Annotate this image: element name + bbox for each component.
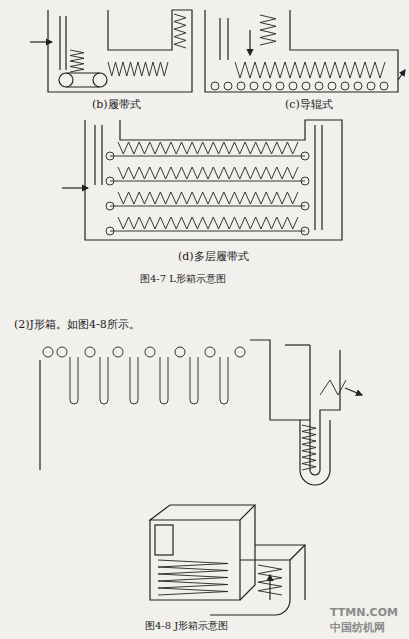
guide-roller bbox=[289, 82, 297, 90]
belt-roller bbox=[301, 227, 309, 235]
guide-roller bbox=[263, 82, 271, 90]
roller bbox=[175, 347, 185, 357]
roller bbox=[113, 347, 123, 357]
sub-caption: (b)履带式 bbox=[92, 98, 141, 111]
guide-roller bbox=[302, 82, 310, 90]
fabric-folds bbox=[118, 192, 298, 204]
guide-roller bbox=[224, 82, 232, 90]
belt-roller bbox=[301, 152, 309, 160]
sub-caption: (c)导辊式 bbox=[285, 98, 333, 111]
guide-roller bbox=[380, 82, 388, 90]
fabric-folds bbox=[118, 167, 298, 179]
fabric-folds bbox=[235, 62, 385, 78]
belt bbox=[110, 181, 305, 182]
fabric-folds bbox=[118, 142, 298, 154]
fabric-loop bbox=[70, 357, 78, 404]
fabric-folds bbox=[118, 217, 298, 229]
roller bbox=[205, 347, 215, 357]
guide-roller bbox=[237, 82, 245, 90]
belt-roller bbox=[106, 227, 114, 235]
l-box bbox=[205, 10, 398, 92]
belt bbox=[110, 231, 305, 232]
sub-caption: (d)多层履带式 bbox=[178, 250, 249, 263]
l-box bbox=[85, 120, 342, 240]
belt-roller bbox=[106, 202, 114, 210]
fabric-folds bbox=[70, 50, 84, 72]
watermark: 中国纺机网 bbox=[330, 621, 385, 634]
roller bbox=[235, 347, 245, 357]
roller bbox=[145, 347, 155, 357]
roller bbox=[43, 347, 53, 357]
fabric-loop bbox=[190, 357, 198, 404]
fabric-folds bbox=[260, 15, 276, 45]
fabric-loop bbox=[130, 357, 138, 404]
fabric-folds bbox=[108, 62, 168, 76]
belt bbox=[110, 156, 305, 157]
fabric-loop bbox=[160, 357, 168, 404]
body-text: (2)J形箱。如图4-8所示。 bbox=[14, 318, 140, 331]
roller bbox=[57, 347, 67, 357]
figure-caption: 图4-7 L形箱示意图 bbox=[140, 273, 226, 285]
fabric-loop bbox=[100, 357, 108, 404]
guide-roller bbox=[315, 82, 323, 90]
fabric-folds bbox=[158, 560, 228, 595]
guide-roller bbox=[341, 82, 349, 90]
guide-roller bbox=[354, 82, 362, 90]
belt-roller bbox=[106, 152, 114, 160]
fabric-path bbox=[320, 380, 346, 395]
watermark: TTMN.COM bbox=[330, 606, 398, 619]
guide-roller bbox=[250, 82, 258, 90]
figure-caption: 图4-8 J形箱示意图 bbox=[145, 620, 228, 632]
belt bbox=[110, 206, 305, 207]
belt-roller bbox=[106, 177, 114, 185]
guide-roller bbox=[328, 82, 336, 90]
fabric-folds bbox=[302, 425, 316, 470]
l-box bbox=[48, 10, 192, 92]
belt-roller bbox=[301, 202, 309, 210]
roller bbox=[85, 347, 95, 357]
fabric-folds bbox=[258, 565, 282, 595]
belt-roller bbox=[301, 177, 309, 185]
fabric-folds bbox=[174, 14, 186, 48]
guide-roller bbox=[276, 82, 284, 90]
guide-roller bbox=[367, 82, 375, 90]
fabric-loop bbox=[220, 357, 228, 404]
guide-roller bbox=[211, 82, 219, 90]
